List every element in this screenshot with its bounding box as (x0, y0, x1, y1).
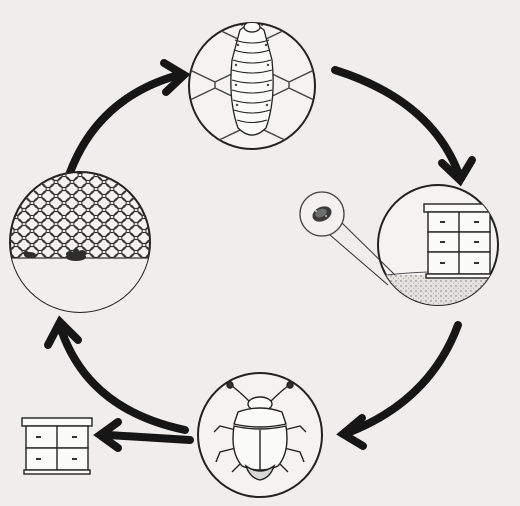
comb-with-eggs-icon (8, 170, 153, 318)
hive-on-soil-icon (330, 185, 498, 315)
small-hive-icon (22, 418, 92, 474)
pupa-inset-icon (300, 192, 344, 236)
arrow-adult-to-hive (108, 435, 190, 440)
arrow-larva-to-soil (335, 70, 458, 172)
arrow-comb-to-larva (68, 76, 175, 178)
larva-on-comb-icon (189, 14, 315, 149)
arrow-soil-to-adult (350, 325, 458, 432)
adult-beetle-icon (198, 373, 322, 497)
arrow-adult-to-comb (62, 332, 185, 430)
